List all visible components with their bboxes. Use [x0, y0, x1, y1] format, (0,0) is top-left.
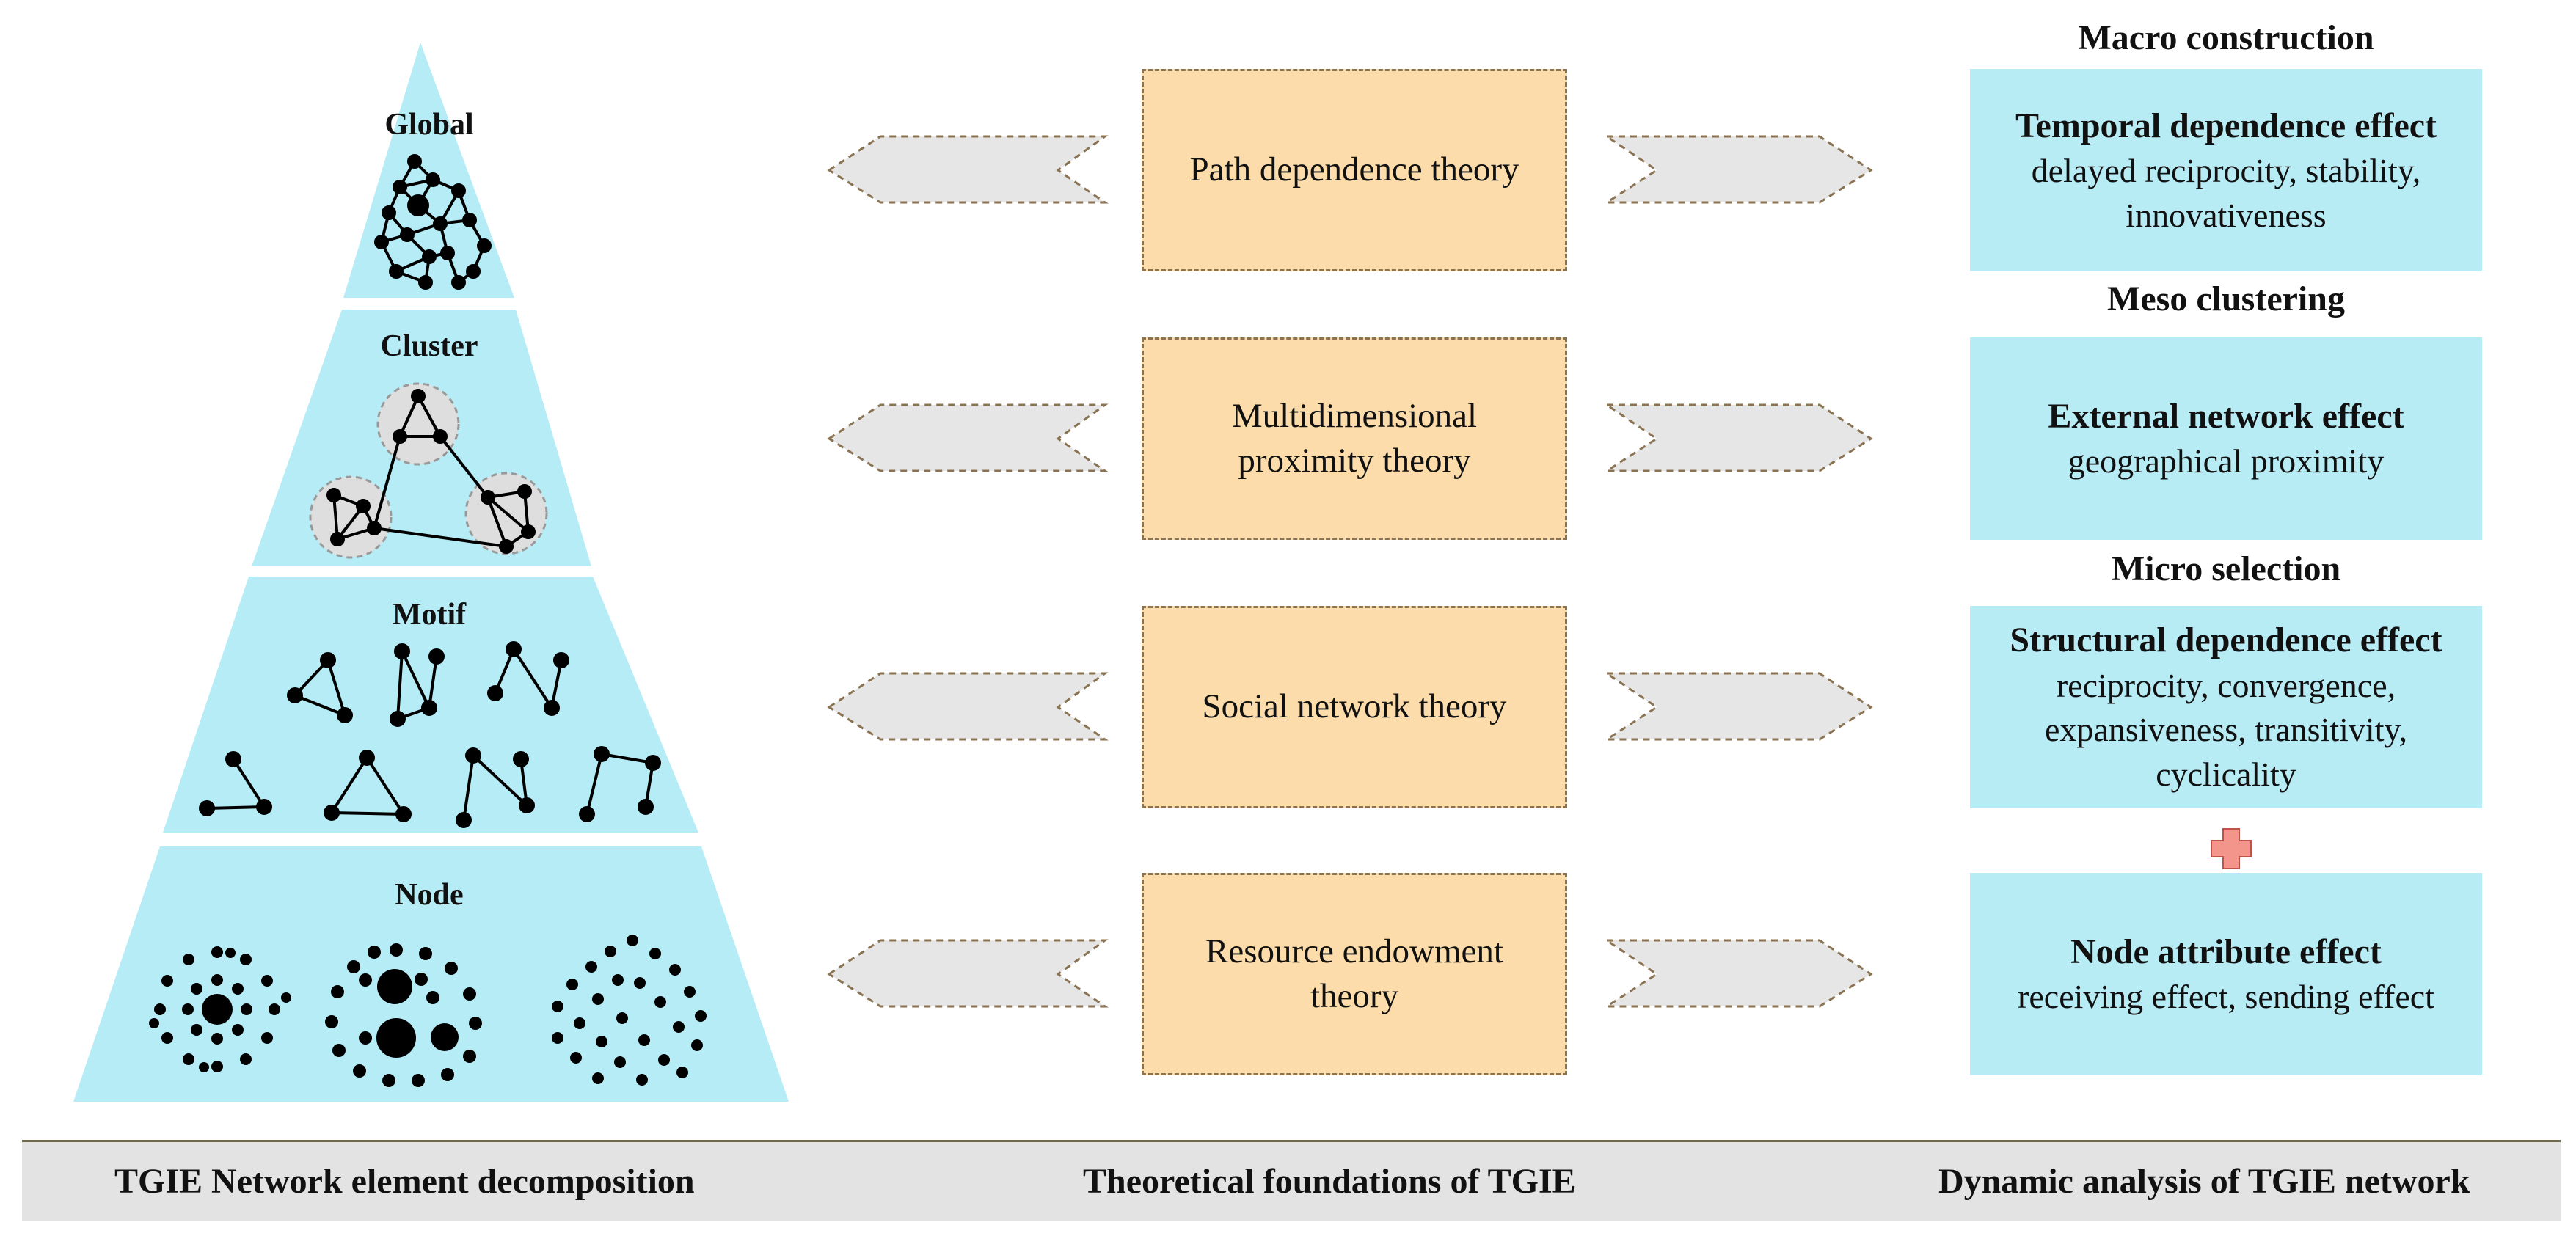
scale-label-micro: Micro selection	[2111, 549, 2341, 588]
pyramid	[73, 43, 789, 1102]
node-groups	[149, 935, 707, 1087]
theory-box-resource-endowment: Resource endowment theory	[1142, 873, 1567, 1075]
theory-box-multidimensional-proximity: Multidimensional proximity theory	[1142, 337, 1567, 540]
right-chevron-3	[1602, 672, 1873, 741]
left-chevron-2	[827, 403, 1109, 472]
scale-label-macro: Macro construction	[2078, 18, 2374, 57]
left-chevron-4	[827, 939, 1109, 1008]
bottom-flow-bar: TGIE Network element decomposition Theor…	[22, 1140, 2561, 1221]
plus-sign-icon	[2211, 828, 2252, 869]
layer-label-motif: Motif	[392, 598, 467, 632]
effect-box-external-network: External network effect geographical pro…	[1970, 337, 2482, 540]
left-chevron-3	[827, 672, 1109, 741]
layer-label-cluster: Cluster	[380, 329, 478, 363]
effect-title: External network effect	[2048, 396, 2404, 436]
theory-label: Multidimensional proximity theory	[1231, 396, 1478, 480]
effect-box-temporal-dependence: Temporal dependence effect delayed recip…	[1970, 69, 2482, 271]
theory-label: Resource endowment theory	[1205, 932, 1503, 1015]
effect-box-structural-dependence: Structural dependence effect reciprocity…	[1970, 606, 2482, 808]
layer-label-node: Node	[395, 878, 464, 912]
right-chevron-4	[1602, 939, 1873, 1008]
right-chevrons	[1602, 135, 1873, 1008]
theory-box-path-dependence: Path dependence theory	[1142, 69, 1567, 271]
effect-title: Structural dependence effect	[2010, 621, 2442, 660]
left-chevron-1	[827, 135, 1109, 204]
effect-box-node-attribute: Node attribute effect receiving effect, …	[1970, 873, 2482, 1075]
cluster-network	[309, 382, 548, 559]
left-chevrons	[827, 135, 1109, 1008]
right-chevron-1	[1602, 135, 1873, 204]
flow-label-decomposition: TGIE Network element decomposition	[114, 1162, 695, 1201]
theory-box-social-network: Social network theory	[1142, 606, 1567, 808]
effect-detail: reciprocity, convergence, expansiveness,…	[2045, 666, 2407, 794]
flow-label-theoretical-foundations: Theoretical foundations of TGIE	[1083, 1162, 1576, 1201]
flow-label-dynamic-analysis: Dynamic analysis of TGIE network	[1938, 1162, 2470, 1201]
layer-label-global: Global	[384, 108, 474, 142]
theory-label: Path dependence theory	[1189, 150, 1519, 189]
scale-label-meso: Meso clustering	[2107, 279, 2345, 318]
theory-label: Social network theory	[1202, 687, 1507, 726]
effect-detail: geographical proximity	[2068, 442, 2385, 480]
cluster-circle-left	[309, 475, 393, 559]
global-network	[374, 154, 492, 290]
right-chevron-2	[1602, 403, 1873, 472]
pyramid-layer-global	[343, 43, 514, 298]
pyramid-layer-node	[73, 846, 789, 1102]
effect-detail: receiving effect, sending effect	[2018, 978, 2434, 1016]
effect-title: Node attribute effect	[2070, 932, 2382, 971]
motifs	[199, 641, 661, 828]
effect-detail: delayed reciprocity, stability, innovati…	[2031, 151, 2421, 234]
effect-title: Temporal dependence effect	[2015, 106, 2437, 145]
